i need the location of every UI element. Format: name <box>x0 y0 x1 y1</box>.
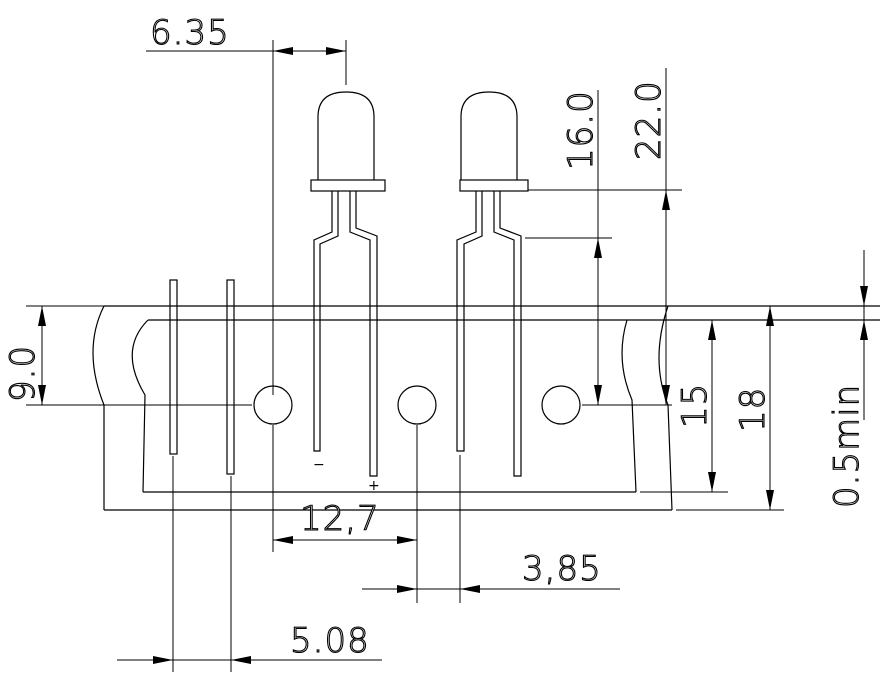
dim-6-35-label: 6.35 <box>150 13 230 53</box>
sprocket-hole-3 <box>541 385 581 425</box>
dim-16-0-label: 16.0 <box>561 90 601 170</box>
minus-sign: − <box>313 457 325 473</box>
dim-5-08: 5.08 <box>117 456 382 672</box>
plus-sign: + <box>368 478 380 494</box>
cut-leads <box>169 279 235 475</box>
dim-3-85-label: 3,85 <box>522 549 602 589</box>
dim-0-5-min-label: 0.5min <box>827 384 867 508</box>
dim-6-35: 6.35 <box>146 12 347 395</box>
led-component-2 <box>456 91 529 477</box>
dim-0-5-min: 0.5min <box>826 250 868 509</box>
dim-3-85: 3,85 <box>362 455 620 603</box>
dim-5-08-label: 5.08 <box>290 621 370 661</box>
dim-18-label: 18 <box>733 387 773 432</box>
dim-12-7: 12,7 <box>272 425 418 603</box>
dim-15-label: 15 <box>675 383 715 428</box>
dim-12-7-label: 12,7 <box>300 499 380 539</box>
dim-9-0-label: 9.0 <box>3 345 43 402</box>
dim-16-0: 16.0 <box>525 90 672 406</box>
dim-22-0: 22.0 <box>528 68 682 405</box>
led-component-1 <box>310 91 386 477</box>
dim-18: 18 <box>676 306 784 511</box>
dim-22-0-label: 22.0 <box>629 80 669 160</box>
sprocket-hole-2 <box>397 385 437 425</box>
dim-15: 15 <box>640 320 728 493</box>
dim-9-0: 9.0 <box>2 305 252 406</box>
